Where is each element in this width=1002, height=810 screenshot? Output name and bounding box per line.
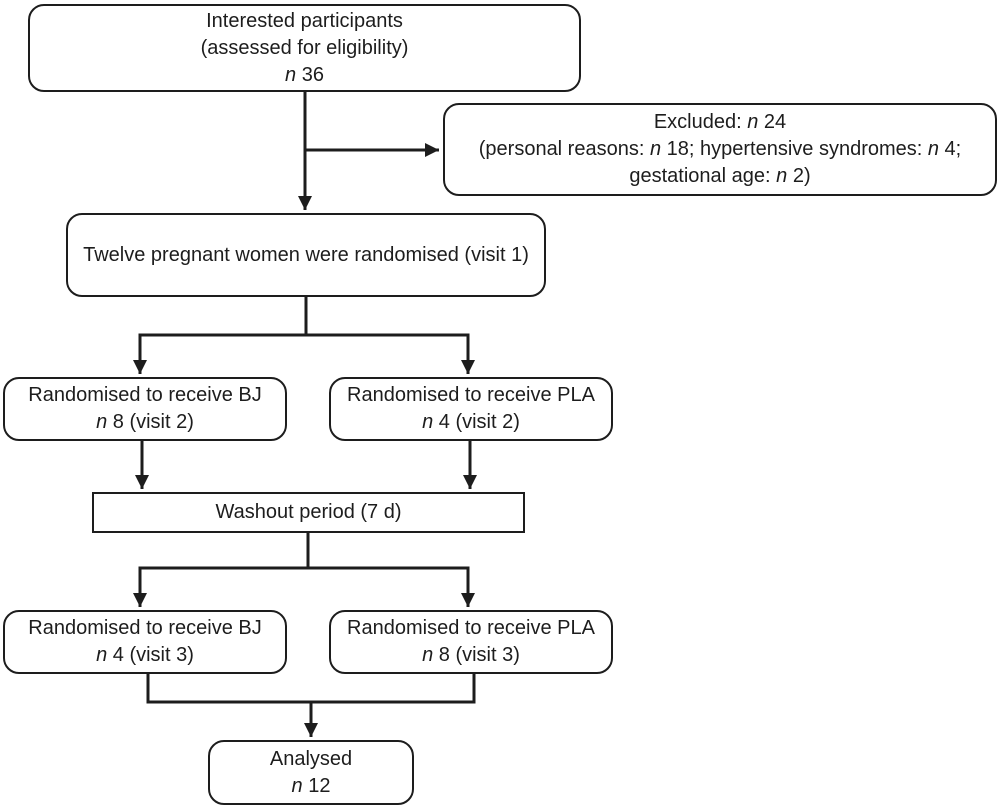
node-washout: Washout period (7 d) [92, 492, 525, 533]
text-run: (assessed for eligibility) [200, 36, 409, 59]
text-run: 18; hypertensive syndromes: [661, 138, 928, 160]
node-line: (assessed for eligibility) [201, 35, 409, 62]
n-run: n [747, 111, 759, 133]
node-line: Randomised to receive PLA [347, 615, 595, 642]
node-bj-visit3: Randomised to receive BJ n 4 (visit 3) [3, 610, 287, 674]
node-line: n 8 (visit 3) [422, 642, 520, 669]
n-run: n [422, 411, 434, 433]
node-pla-visit3: Randomised to receive PLA n 8 (visit 3) [329, 610, 613, 674]
text-run: 24 [758, 111, 787, 133]
node-line: n 36 [285, 62, 324, 89]
text-run: 4 (visit 2) [433, 411, 520, 433]
node-pla-visit2: Randomised to receive PLA n 4 (visit 2) [329, 377, 613, 441]
node-line: Twelve pregnant women were randomised (v… [83, 242, 529, 269]
edge-visit3-merge-to-analysed [146, 672, 476, 737]
node-line: n 4 (visit 2) [422, 409, 520, 436]
node-line: n 12 [292, 773, 331, 800]
n-run: n [776, 165, 788, 187]
text-run: 36 [296, 63, 324, 86]
node-randomised-visit1: Twelve pregnant women were randomised (v… [66, 213, 546, 297]
node-excluded: Excluded: n 24 (personal reasons: n 18; … [443, 103, 997, 196]
text-run: 8 (visit 3) [433, 644, 520, 666]
n-run: n [649, 138, 662, 160]
text-run: Washout period (7 d) [215, 501, 402, 523]
text-run: 8 (visit 2) [107, 411, 194, 433]
n-run: n [422, 644, 434, 666]
text-run: Randomised to receive PLA [347, 384, 595, 406]
text-run: Interested participants [206, 9, 403, 32]
node-line: Excluded: n 24 [654, 109, 786, 136]
node-interested-participants: Interested participants (assessed for el… [28, 4, 581, 92]
node-line: Washout period (7 d) [215, 499, 401, 526]
text-run: Randomised to receive BJ [28, 617, 262, 639]
node-line: Analysed [270, 746, 352, 773]
text-run: (personal reasons: [478, 138, 650, 160]
node-line: Randomised to receive PLA [347, 382, 595, 409]
text-run: Randomised to receive PLA [347, 617, 595, 639]
n-run: n [96, 411, 108, 433]
edge-washout-to-visit3-fork [133, 531, 475, 607]
node-bj-visit2: Randomised to receive BJ n 8 (visit 2) [3, 377, 287, 441]
text-run: 12 [302, 774, 331, 797]
node-line: (personal reasons: n 18; hypertensive sy… [479, 136, 962, 163]
text-run: Twelve pregnant women were randomised (v… [83, 243, 529, 266]
node-line: n 4 (visit 3) [96, 642, 194, 669]
node-line: Randomised to receive BJ [28, 382, 261, 409]
n-run: n [96, 644, 108, 666]
text-run: Randomised to receive BJ [28, 384, 262, 406]
node-line: Interested participants [206, 8, 403, 35]
node-line: gestational age: n 2) [629, 163, 810, 190]
node-line: Randomised to receive BJ [28, 615, 261, 642]
n-run: n [291, 774, 303, 797]
text-run: Analysed [269, 747, 353, 770]
edge-randomised-to-visit2-fork [133, 296, 475, 374]
node-analysed: Analysed n 12 [208, 740, 414, 805]
text-run: 4 (visit 3) [107, 644, 194, 666]
text-run: Excluded: [653, 111, 748, 133]
text-run: gestational age: [629, 165, 777, 187]
n-run: n [285, 63, 297, 86]
text-run: 2) [787, 165, 811, 187]
n-run: n [927, 138, 939, 160]
text-run: 4; [939, 138, 962, 160]
edge-visit2-to-washout [135, 440, 477, 489]
node-line: n 8 (visit 2) [96, 409, 194, 436]
